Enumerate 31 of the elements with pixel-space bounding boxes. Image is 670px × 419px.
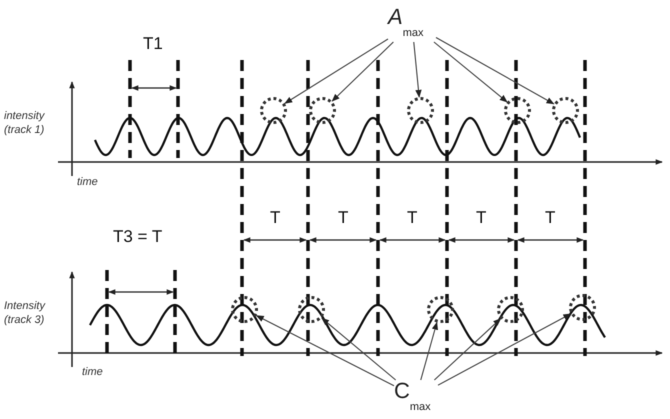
leader-line	[436, 37, 554, 104]
dotted-circle-marker	[231, 296, 258, 323]
leader-line	[434, 42, 508, 102]
dotted-circle-marker	[309, 97, 336, 124]
period-label: T	[407, 208, 418, 228]
leader-line	[284, 38, 388, 104]
dotted-circle-marker	[504, 97, 531, 124]
leader-line	[420, 322, 438, 380]
dotted-circle-marker	[569, 294, 596, 321]
axis-label: time	[82, 366, 103, 380]
axis-label: time	[77, 176, 98, 190]
dotted-circle-marker	[552, 97, 579, 124]
period-label: T	[476, 208, 486, 228]
leader-line	[413, 42, 422, 98]
leader-line	[332, 42, 394, 102]
dotted-circle-marker	[427, 296, 454, 323]
leader-line	[256, 315, 394, 386]
period-label: T1	[143, 34, 163, 54]
leader-line	[321, 318, 396, 380]
dotted-circle-marker	[407, 97, 434, 124]
period-label: T3 = T	[113, 227, 162, 247]
period-label: T	[545, 208, 556, 228]
period-label: T	[338, 208, 348, 228]
axis-label: Intensity (track 3)	[4, 300, 46, 328]
leader-line	[438, 313, 572, 386]
leader-line	[434, 318, 502, 380]
dotted-circle-marker	[497, 296, 524, 323]
axis-label: intensity (track 1)	[4, 110, 46, 138]
dotted-circle-marker	[298, 296, 325, 323]
dotted-circle-marker	[260, 97, 287, 124]
period-label: T	[270, 208, 280, 228]
